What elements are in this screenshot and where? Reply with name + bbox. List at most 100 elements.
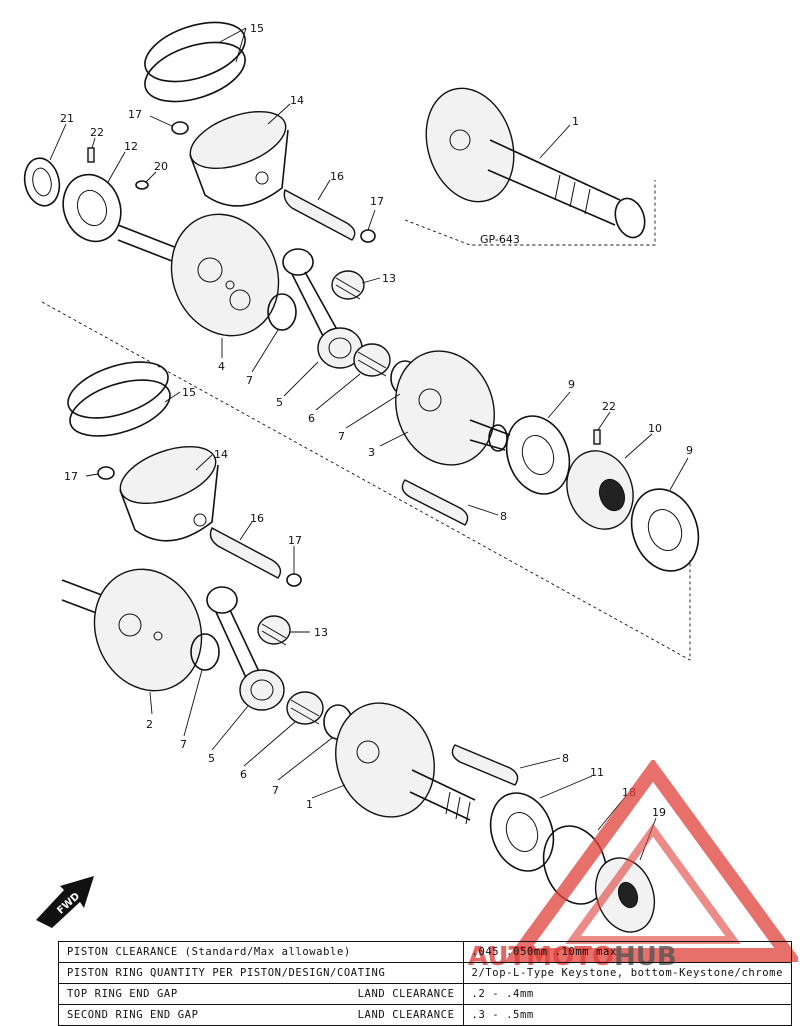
piston-pin-clip-17b: [360, 229, 376, 243]
callout-12: 12: [124, 140, 138, 153]
thrust-washer-7a: [267, 293, 297, 331]
callout-16: 16: [250, 512, 264, 525]
callout-9: 9: [568, 378, 575, 391]
spec-sublabel: LAND CLEARANCE: [357, 988, 455, 1000]
labyrinth-seal-10: [566, 450, 634, 530]
callout-14: 14: [290, 94, 304, 107]
callout-17: 17: [370, 195, 384, 208]
callout-13: 13: [314, 626, 328, 639]
piston-pin-clip-17a: [171, 121, 189, 135]
spec-value: .045 .050mm .10mm max: [462, 941, 793, 963]
crank-half-3: [395, 350, 511, 466]
spec-label-text: SECOND RING END GAP: [67, 1009, 199, 1021]
bearing-12: [62, 173, 122, 243]
needle-bearing-6a: [353, 343, 391, 377]
spec-label-text: TOP RING END GAP: [67, 988, 178, 1000]
section-divider-line: [41, 301, 691, 661]
circlip-18: [542, 825, 608, 905]
spec-label: PISTON RING QUANTITY PER PISTON/DESIGN/C…: [58, 962, 464, 984]
oil-seal-21: [23, 157, 61, 207]
callout-2: 2: [146, 718, 153, 731]
piston-pin-clip-17c: [97, 466, 115, 480]
connecting-rod-upper: [282, 248, 363, 369]
inset-crankshaft-gp643: [425, 87, 646, 239]
callout-15: 15: [182, 386, 196, 399]
crank-half-4: [117, 213, 280, 337]
crank-half-2: [61, 568, 203, 692]
callout-5: 5: [276, 396, 283, 409]
callout-17: 17: [64, 470, 78, 483]
callout-8: 8: [562, 752, 569, 765]
needle-bearing-6b: [286, 691, 324, 725]
callout-8: 8: [500, 510, 507, 523]
callout-1: 1: [306, 798, 313, 811]
dowel-pin-22b: [593, 429, 601, 445]
spec-row-piston-clearance: PISTON CLEARANCE (Standard/Max allowable…: [58, 941, 793, 963]
piston-rings-lower: [67, 361, 171, 437]
callout-9: 9: [686, 444, 693, 457]
crank-half-1: [335, 702, 476, 825]
callout-17: 17: [128, 108, 142, 121]
oil-seal-19: [594, 857, 656, 933]
callout-7: 7: [272, 784, 279, 797]
dowel-pin-22a: [87, 147, 95, 163]
callout-10: 10: [648, 422, 662, 435]
spec-value: .3 - .5mm: [462, 1004, 793, 1026]
callout-21: 21: [60, 112, 74, 125]
inset-frame-line: [404, 180, 656, 246]
callout-15: 15: [250, 22, 264, 35]
callout-4: 4: [218, 360, 225, 373]
piston-pin-clip-17d: [286, 573, 302, 587]
woodruff-key-20: [135, 180, 149, 190]
piston-lower: [119, 445, 219, 542]
callout-6: 6: [308, 412, 315, 425]
bearing-9b: [630, 488, 700, 572]
spec-label: PISTON CLEARANCE (Standard/Max allowable…: [58, 941, 464, 963]
piston-pin-lower: [209, 527, 282, 579]
watermark-triangle-icon: [504, 760, 798, 962]
spec-value: .2 - .4mm: [462, 983, 793, 1005]
crank-pin-8a: [401, 479, 469, 526]
callout-3: 3: [368, 446, 375, 459]
callout-11: 11: [590, 766, 604, 779]
callout-6: 6: [240, 768, 247, 781]
callout-22: 22: [602, 400, 616, 413]
needle-bearing-13b: [257, 615, 291, 646]
spec-label: TOP RING END GAP LAND CLEARANCE: [58, 983, 464, 1005]
callout-20: 20: [154, 160, 168, 173]
callout-13: 13: [382, 272, 396, 285]
callout-16: 16: [330, 170, 344, 183]
connecting-rod-lower: [206, 586, 285, 711]
callout-7: 7: [180, 738, 187, 751]
callout-5: 5: [208, 752, 215, 765]
spec-label-text: PISTON CLEARANCE (Standard/Max allowable…: [67, 946, 351, 958]
callout-19: 19: [652, 806, 666, 819]
thrust-washer-7c: [190, 633, 220, 671]
piston-upper: [189, 110, 289, 207]
specification-table: PISTON CLEARANCE (Standard/Max allowable…: [58, 941, 793, 1026]
callout-7: 7: [338, 430, 345, 443]
spec-label: SECOND RING END GAP LAND CLEARANCE: [58, 1004, 464, 1026]
piston-rings-upper: [144, 21, 246, 103]
exploded-crankshaft-diagram: 15 14 1 21 22 12 17 20 16 17 GP-643 13 4…: [23, 21, 700, 933]
spec-row-top-ring-gap: TOP RING END GAP LAND CLEARANCE .2 - .4m…: [58, 983, 793, 1005]
bearing-9a: [505, 415, 571, 495]
callout-7: 7: [246, 374, 253, 387]
spec-row-second-ring-gap: SECOND RING END GAP LAND CLEARANCE .3 - …: [58, 1004, 793, 1026]
crank-pin-8b: [451, 744, 519, 786]
callout-17: 17: [288, 534, 302, 547]
piston-pin-upper: [283, 188, 356, 241]
spec-label-text: PISTON RING QUANTITY PER PISTON/DESIGN/C…: [67, 967, 386, 979]
reference-code: GP-643: [480, 233, 520, 246]
needle-bearing-13a: [331, 270, 365, 300]
forward-arrow-icon: FWD: [36, 876, 94, 928]
specification-rows: PISTON CLEARANCE (Standard/Max allowable…: [58, 941, 793, 1026]
callout-labels: 15 14 1 21 22 12 17 20 16 17 GP-643 13 4…: [60, 22, 693, 819]
spec-value: 2/Top-L-Type Keystone, bottom-Keystone/c…: [462, 962, 793, 984]
callout-14: 14: [214, 448, 228, 461]
bearing-11: [489, 792, 555, 872]
callout-1: 1: [572, 115, 579, 128]
leader-lines: [49, 27, 689, 861]
watermark-logo: AUTMOTOHUB: [468, 760, 798, 970]
spec-row-ring-quantity: PISTON RING QUANTITY PER PISTON/DESIGN/C…: [58, 962, 793, 984]
